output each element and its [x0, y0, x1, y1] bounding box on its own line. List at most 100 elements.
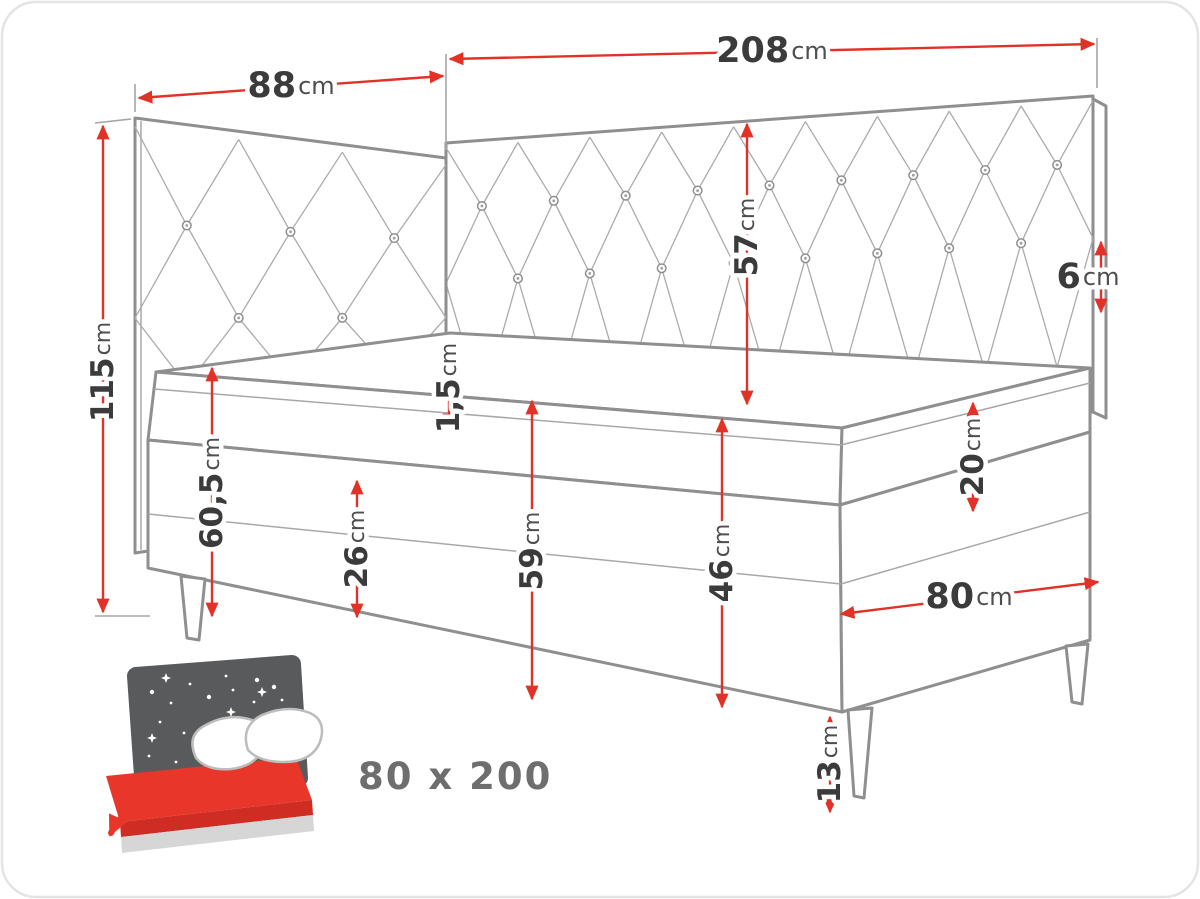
- tuft-line: [481, 205, 519, 279]
- tuft-line: [341, 237, 395, 319]
- tuft-button-dot: [875, 251, 879, 255]
- tuft-line: [984, 105, 1022, 171]
- tuft-button-dot: [480, 204, 484, 208]
- tuft-line: [517, 200, 555, 279]
- dimension-annotations: 88cm 208cm 115cm 57cm 6cm 1,5cm 20cm 60,…: [81, 27, 1124, 814]
- dimension-line-80: [839, 577, 1100, 619]
- star-dot: [206, 694, 212, 700]
- dimension-label-60-5: 60,5cm: [194, 437, 230, 549]
- tuft-line: [876, 116, 914, 176]
- size-label: 80 x 200: [358, 755, 552, 798]
- tuft-button-dot: [660, 266, 664, 270]
- tuft-button-dot: [588, 272, 592, 275]
- icon-base: [121, 815, 314, 853]
- base-foot-side: [838, 430, 1092, 714]
- tuft-line: [984, 169, 1022, 244]
- icon-rotate-arrow: [108, 798, 155, 837]
- tuft-button-dot: [732, 261, 735, 265]
- tuft-line: [238, 231, 292, 319]
- dimension-label-6: 6cm: [1057, 257, 1120, 297]
- tuft-button-dot: [340, 316, 344, 320]
- dimension-label-88: 88cm: [247, 66, 334, 106]
- tuft-line: [589, 195, 627, 274]
- tuft-line: [948, 169, 986, 249]
- tuft-line: [804, 180, 842, 259]
- star-dot: [182, 731, 186, 735]
- bed-leg-front-right: [846, 706, 874, 800]
- star-dot: [252, 700, 256, 704]
- tuft-line: [768, 185, 806, 259]
- star-dot: [169, 701, 173, 705]
- tuft-button-dot: [237, 316, 241, 320]
- star-dot: [147, 754, 151, 758]
- dimension-line-88: [137, 70, 445, 104]
- icon-mattress-top: [106, 757, 312, 822]
- tuft-button-dot: [624, 194, 628, 198]
- dimension-label-26: 26cm: [339, 510, 375, 589]
- tuft-line: [804, 121, 842, 181]
- tuft-button-dot: [1019, 241, 1023, 245]
- tuft-button-dot: [947, 246, 951, 250]
- star-dot: [188, 682, 192, 686]
- dimension-label-80: 80cm: [925, 577, 1012, 617]
- icon-pillow-right: [244, 707, 324, 764]
- tuft-line: [625, 131, 663, 197]
- tuft-line: [1056, 100, 1094, 166]
- tuft-line: [840, 180, 878, 254]
- tuft-line: [393, 164, 447, 239]
- tuft-line: [186, 225, 240, 319]
- star-dot: [280, 698, 284, 702]
- star-dot: [149, 689, 155, 695]
- tuft-button-dot: [1055, 163, 1059, 167]
- bed-illustration: [133, 94, 1108, 800]
- tuft-line: [445, 205, 483, 284]
- tuft-line: [393, 237, 447, 318]
- tuft-line: [1056, 238, 1094, 368]
- tuft-line: [912, 174, 950, 249]
- tuft-line: [553, 136, 591, 202]
- tuft-line: [134, 225, 188, 319]
- tuft-button-dot: [911, 173, 915, 177]
- tuft-line: [876, 174, 914, 254]
- star-dot: [174, 760, 178, 764]
- tuft-line: [134, 126, 188, 226]
- tuft-line: [876, 253, 914, 377]
- dimension-label-59: 59cm: [514, 512, 550, 591]
- tuft-line: [840, 116, 878, 181]
- tuft-line: [589, 136, 627, 197]
- tuft-button-dot: [696, 189, 699, 193]
- bed-leg-back-right: [1064, 642, 1090, 706]
- tuft-line: [553, 200, 591, 274]
- star-dot: [158, 720, 162, 724]
- tuft-button-dot: [840, 178, 843, 182]
- dimension-label-46: 46cm: [704, 524, 740, 603]
- tuft-line: [341, 151, 395, 239]
- extension-line: [94, 118, 132, 124]
- tuft-line: [661, 131, 699, 191]
- tuft-line: [1020, 243, 1058, 368]
- tuft-line: [625, 195, 663, 269]
- tuft-line: [912, 248, 950, 377]
- dimension-label-1-5: 1,5cm: [431, 343, 467, 433]
- tuft-button-dot: [392, 236, 396, 240]
- headboard-back-thickness: [1091, 97, 1108, 420]
- tuft-button-dot: [289, 230, 292, 234]
- tuft-line: [481, 142, 519, 207]
- tuft-line: [238, 139, 292, 233]
- bed-leg-front-left: [179, 574, 207, 642]
- star-dot: [271, 684, 277, 690]
- tuft-line: [186, 139, 240, 226]
- star-icon: [226, 707, 236, 717]
- tuft-button-dot: [185, 224, 189, 227]
- bed-size-icon: 80 x 200: [106, 655, 554, 853]
- tuft-line: [661, 190, 699, 269]
- dimension-line-208: [448, 37, 1096, 66]
- tuft-button-dot: [552, 199, 556, 203]
- tuft-line: [289, 231, 343, 319]
- tuft-line: [697, 126, 735, 191]
- tuft-button-dot: [768, 184, 771, 187]
- star-icon: [257, 687, 267, 697]
- tuft-line: [1020, 105, 1058, 166]
